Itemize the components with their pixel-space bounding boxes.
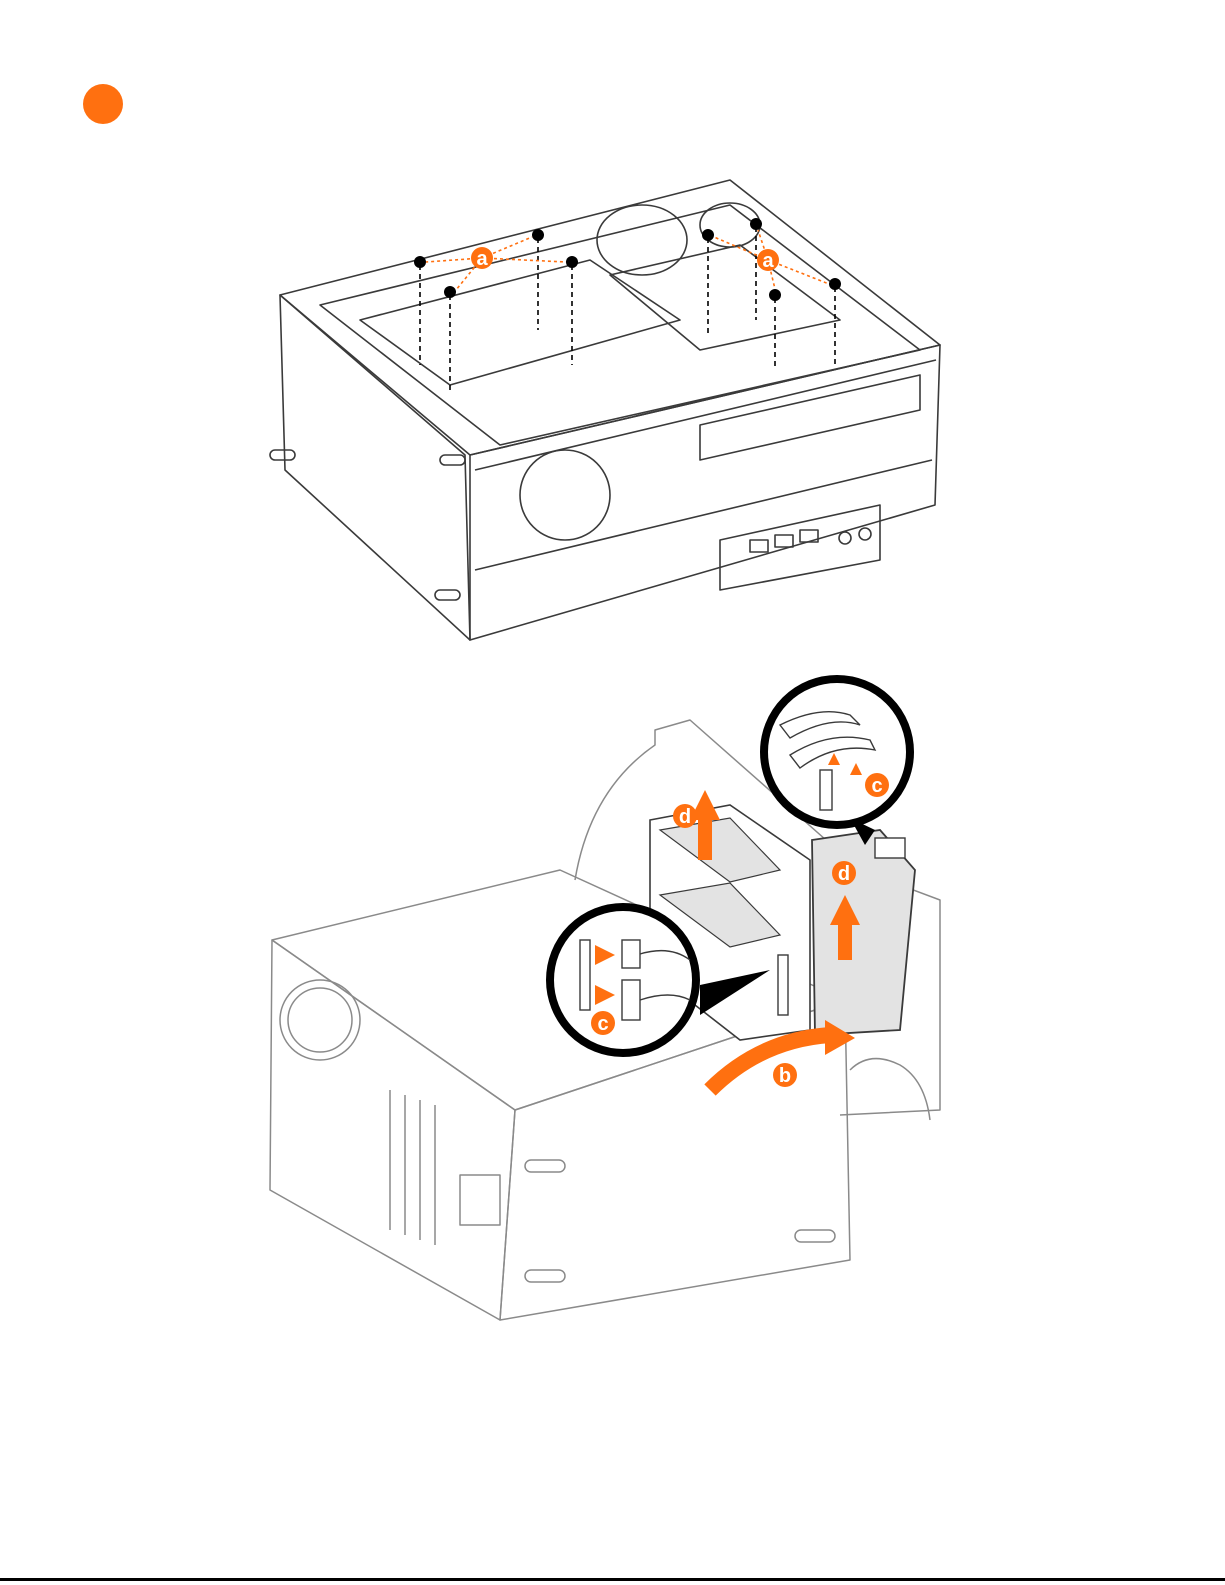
screw-icon [769, 289, 781, 301]
svg-text:c: c [597, 1013, 608, 1035]
chassis-top-outline [270, 180, 940, 640]
footer-rule [0, 1578, 1225, 1581]
screw-group-right: a [702, 218, 841, 370]
screw-icon [532, 229, 544, 241]
hard-drive [812, 830, 915, 1035]
chassis-bottom-svg: d d c c b [260, 670, 960, 1330]
callout-b: b [773, 1063, 797, 1087]
svg-text:a: a [762, 250, 774, 272]
step-marker-dot [83, 84, 123, 124]
svg-text:c: c [871, 775, 882, 797]
screw-group-left: a [414, 229, 578, 390]
chassis-screw-removal-illustration: a a [260, 170, 960, 650]
screw-icon [702, 229, 714, 241]
chassis-top-svg: a a [260, 170, 960, 650]
svg-text:b: b [779, 1065, 791, 1087]
svg-text:d: d [679, 806, 691, 828]
drive-bay-removal-illustration: d d c c b [260, 670, 960, 1330]
callout-d-left: d [673, 804, 697, 828]
screw-icon [444, 286, 456, 298]
rotate-arrow-icon [710, 1035, 830, 1090]
zoom-detail-power-connector: c [764, 679, 910, 845]
callout-c-left: c [591, 1011, 615, 1035]
screw-icon [750, 218, 762, 230]
screw-icon [829, 278, 841, 290]
screw-icon [566, 256, 578, 268]
svg-text:d: d [838, 863, 850, 885]
screw-icon [414, 256, 426, 268]
svg-text:a: a [476, 248, 488, 270]
callout-d-right: d [832, 861, 856, 885]
callout-a-right: a [757, 249, 779, 272]
callout-c-top: c [865, 773, 889, 797]
